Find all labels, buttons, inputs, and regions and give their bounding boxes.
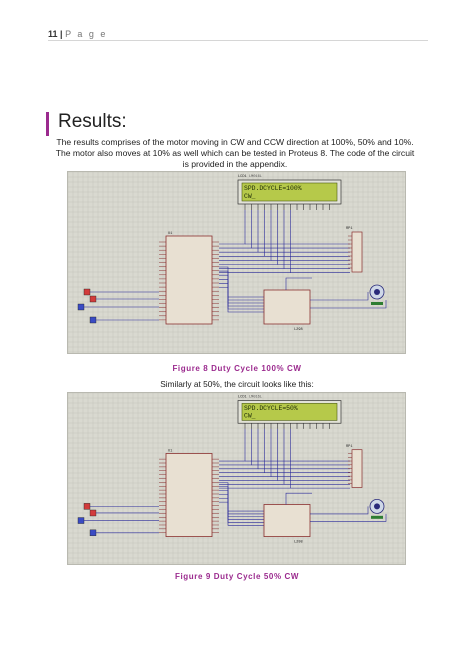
schematic-grid [68, 393, 405, 564]
lcd-screen [241, 182, 338, 202]
motor-wire-b [310, 513, 387, 522]
between-text: Similarly at 50%, the circuit looks like… [160, 379, 314, 389]
power-wire [285, 277, 312, 290]
power-wire [285, 492, 312, 505]
section-title: Results: [58, 111, 127, 132]
resistor-pack-rp1 [351, 449, 363, 488]
header-divider [48, 40, 428, 41]
bus-wires [219, 428, 350, 526]
input-button-2 [89, 295, 97, 303]
page-label: P a g e [65, 29, 108, 39]
figure-8-caption: Figure 8 Duty Cycle 100% CW [172, 364, 302, 373]
resistor-pack-rp1 [351, 231, 363, 273]
motor-wire-b [310, 300, 387, 309]
resistor-pack-pins [348, 235, 352, 269]
input-button-3 [77, 303, 85, 311]
input-button-1 [83, 288, 91, 296]
motor-wire-a [310, 292, 369, 301]
dc-motor-hub [374, 503, 380, 510]
input-button-3 [77, 517, 85, 524]
intro-paragraph: The results comprises of the motor movin… [55, 137, 415, 169]
lcd-model-label: LM016L [249, 396, 262, 400]
dc-motor-hub [374, 289, 380, 295]
microcontroller-u1 [165, 235, 213, 325]
motor-base [371, 515, 383, 519]
input-button-1 [83, 503, 91, 510]
page-header: 11 | P a g e [48, 29, 107, 39]
mcu-label: U1 [168, 450, 172, 454]
section-accent-bar [46, 112, 49, 136]
resistor-pack-pins [348, 453, 352, 484]
bus-wires [219, 210, 350, 313]
motor-base [371, 302, 383, 305]
lcd-line-1: SPD.DCYCLE=100% [244, 185, 302, 192]
motor-driver-l298 [263, 504, 311, 538]
page-separator: | [60, 29, 63, 39]
figure-9-caption: Figure 9 Duty Cycle 50% CW [174, 572, 300, 581]
motor-wire-a [310, 506, 369, 515]
lcd-line-1: SPD.DCYCLE=50% [244, 405, 298, 412]
input-button-4 [89, 529, 97, 537]
mcu-label: U1 [168, 232, 172, 236]
driver-label: L298 [294, 540, 303, 544]
lcd-line-2: CW_ [244, 193, 256, 200]
lcd-model-label: LM016L [249, 175, 262, 179]
lcd-label: LCD1 [238, 175, 247, 179]
resistor-pack-label: RP1 [346, 445, 352, 449]
mcu-pins [159, 241, 219, 321]
lcd-label: LCD1 [238, 396, 247, 400]
microcontroller-u1 [165, 453, 213, 538]
driver-label: L298 [294, 328, 303, 332]
page-number: 11 [48, 29, 58, 39]
input-button-2 [89, 509, 97, 517]
motor-driver-l298 [263, 289, 311, 325]
input-button-4 [89, 316, 97, 324]
lcd-pins [244, 423, 330, 429]
resistor-pack-label: RP1 [346, 227, 352, 231]
lcd-screen [241, 403, 338, 421]
lcd-pins [244, 204, 330, 210]
mcu-pins [159, 458, 219, 533]
lcd-line-2: CW_ [244, 413, 256, 420]
